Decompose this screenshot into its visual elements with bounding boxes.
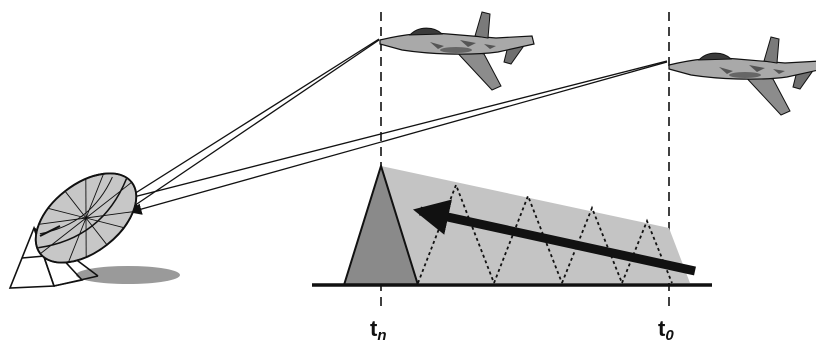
fighter-jet-icon — [379, 11, 535, 91]
fighter-jet-icon — [668, 36, 816, 116]
time-direction-arrow — [412, 199, 696, 276]
echo-pulse — [417, 182, 495, 284]
radar-dish-icon — [8, 172, 180, 289]
echo-pulse — [561, 205, 623, 284]
time-label-subscript: n — [377, 327, 387, 344]
signal-line — [125, 38, 380, 200]
signal-line — [121, 60, 668, 201]
time-label-t0: t0 — [658, 316, 674, 344]
time-label-base: t — [370, 316, 378, 341]
echo-pulses — [417, 182, 673, 284]
echo-pulse — [493, 193, 563, 284]
echo-pulse — [621, 218, 673, 284]
signal-line — [129, 61, 668, 215]
signal-lines — [121, 38, 668, 215]
signal-line — [127, 39, 380, 211]
time-label-base: t — [658, 316, 666, 341]
ground-shadow — [76, 266, 180, 284]
time-label-tn: tn — [370, 316, 387, 344]
time-label-subscript: 0 — [665, 327, 674, 344]
